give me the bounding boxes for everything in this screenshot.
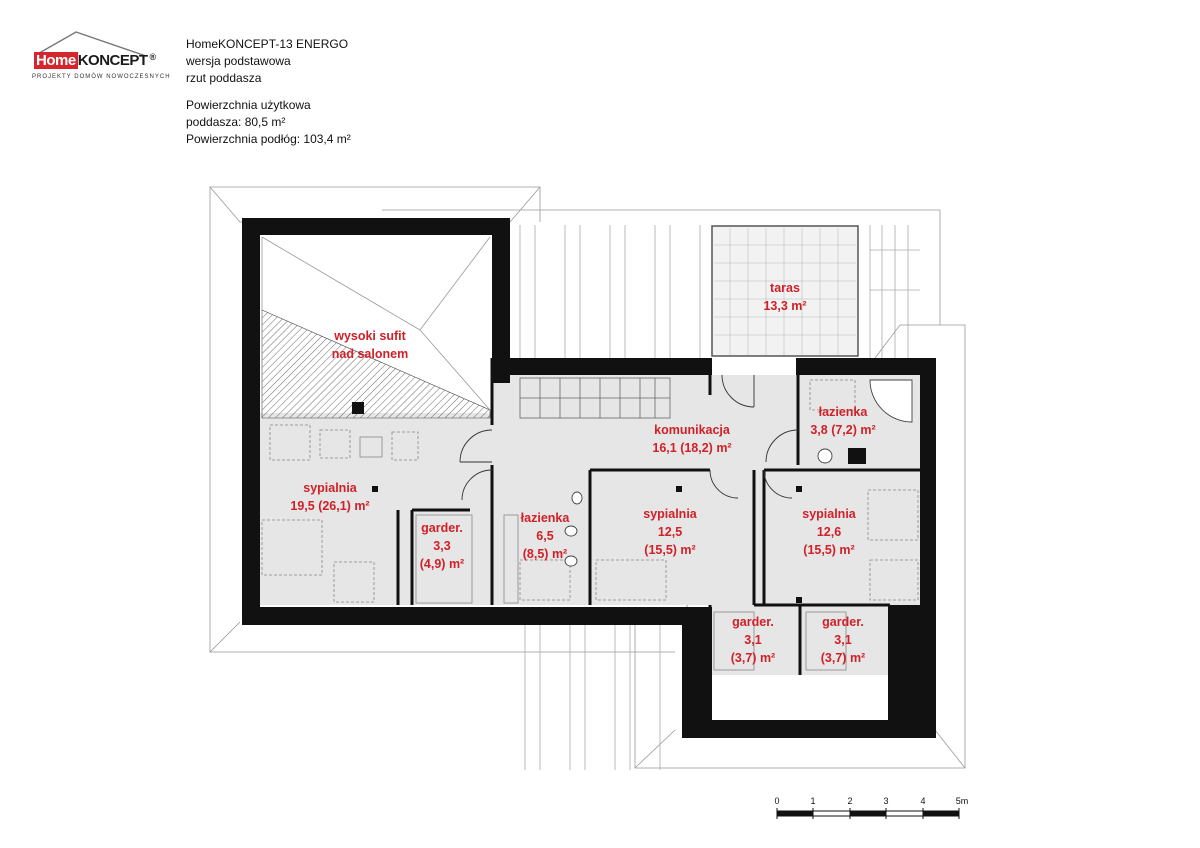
svg-text:łazienka: łazienka [521,511,571,525]
svg-text:3,8 (7,2) m²: 3,8 (7,2) m² [810,423,875,437]
chimney-pillars [352,402,866,603]
roof-outline [209,186,966,769]
svg-text:3,3: 3,3 [433,539,450,553]
logo-tagline: PROJEKTY DOMÓW NOWOCZESNYCH [32,74,171,80]
svg-text:3,1: 3,1 [834,633,851,647]
svg-text:(8,5) m²: (8,5) m² [523,547,567,561]
terrace [711,225,859,357]
project-version: wersja podstawowa [186,54,291,68]
svg-text:3,1: 3,1 [744,633,761,647]
scale-tick-1: 1 [810,796,815,806]
roof-ribs-top [519,225,920,358]
svg-text:(4,9) m²: (4,9) m² [420,557,464,571]
room-label-komunikacja: komunikacja 16,1 (18,2) m² [652,423,731,455]
scale-tick-4: 4 [920,796,925,806]
floor-areas [260,375,924,675]
room-label-garder-2: garder. 3,1 (3,7) m² [731,615,775,665]
scale-bar: 0 1 2 3 4 5m [774,796,968,819]
plan-view: rzut poddasza [186,71,262,85]
doors [459,374,799,501]
svg-text:19,5 (26,1) m²: 19,5 (26,1) m² [290,499,369,513]
roof-ribs-bottom [524,625,661,770]
svg-text:komunikacja: komunikacja [654,423,731,437]
room-label-garder-3: garder. 3,1 (3,7) m² [821,615,865,665]
svg-text:sypialnia: sypialnia [802,507,857,521]
svg-text:13,3 m²: 13,3 m² [763,299,806,313]
svg-text:12,5: 12,5 [658,525,682,539]
room-label-high-ceiling: wysoki sufit nad salonem [332,329,408,361]
furniture-solid [359,436,847,671]
scale-tick-5: 5m [956,796,969,806]
room-label-taras: taras 13,3 m² [763,281,806,313]
project-name: HomeKONCEPT-13 ENERGO [186,37,349,51]
scale-tick-2: 2 [847,796,852,806]
staircase [519,377,671,419]
bath-fixtures [564,379,913,567]
svg-text:16,1 (18,2) m²: 16,1 (18,2) m² [652,441,731,455]
svg-text:garder.: garder. [822,615,864,629]
svg-text:łazienka: łazienka [819,405,869,419]
area-label: Powierzchnia użytkowa [186,98,311,112]
roof-logo-icon [33,31,147,57]
svg-text:taras: taras [770,281,800,295]
inner-partitions [396,358,924,675]
attic-area: poddasza: 80,5 m² [186,115,286,129]
room-label-sypialnia-3: sypialnia 12,6 (15,5) m² [802,507,857,557]
furniture [261,379,919,603]
svg-text:(15,5) m²: (15,5) m² [644,543,695,557]
svg-text:6,5: 6,5 [536,529,553,543]
room-label-sypialnia-2: sypialnia 12,5 (15,5) m² [643,507,698,557]
svg-text:sypialnia: sypialnia [643,507,698,521]
plan-header: HomeKONCEPT-13 ENERGO wersja podstawowa … [186,36,351,148]
room-label-lazienka-1: łazienka 3,8 (7,2) m² [810,405,875,437]
svg-text:garder.: garder. [732,615,774,629]
svg-text:12,6: 12,6 [817,525,841,539]
room-label-lazienka-2: łazienka 6,5 (8,5) m² [521,511,571,561]
svg-text:wysoki sufit: wysoki sufit [333,329,406,343]
svg-text:nad salonem: nad salonem [332,347,408,361]
svg-text:garder.: garder. [421,521,463,535]
svg-text:(3,7) m²: (3,7) m² [731,651,775,665]
floor-area: Powierzchnia podłóg: 103,4 m² [186,132,351,146]
svg-text:sypialnia: sypialnia [303,481,358,495]
svg-text:(3,7) m²: (3,7) m² [821,651,865,665]
room-label-garder-1: garder. 3,3 (4,9) m² [420,521,464,571]
exterior-walls [242,218,936,738]
room-label-sypialnia-1: sypialnia 19,5 (26,1) m² [290,481,369,513]
void-markings [261,236,491,419]
svg-text:(15,5) m²: (15,5) m² [803,543,854,557]
scale-tick-3: 3 [883,796,888,806]
scale-tick-0: 0 [774,796,779,806]
